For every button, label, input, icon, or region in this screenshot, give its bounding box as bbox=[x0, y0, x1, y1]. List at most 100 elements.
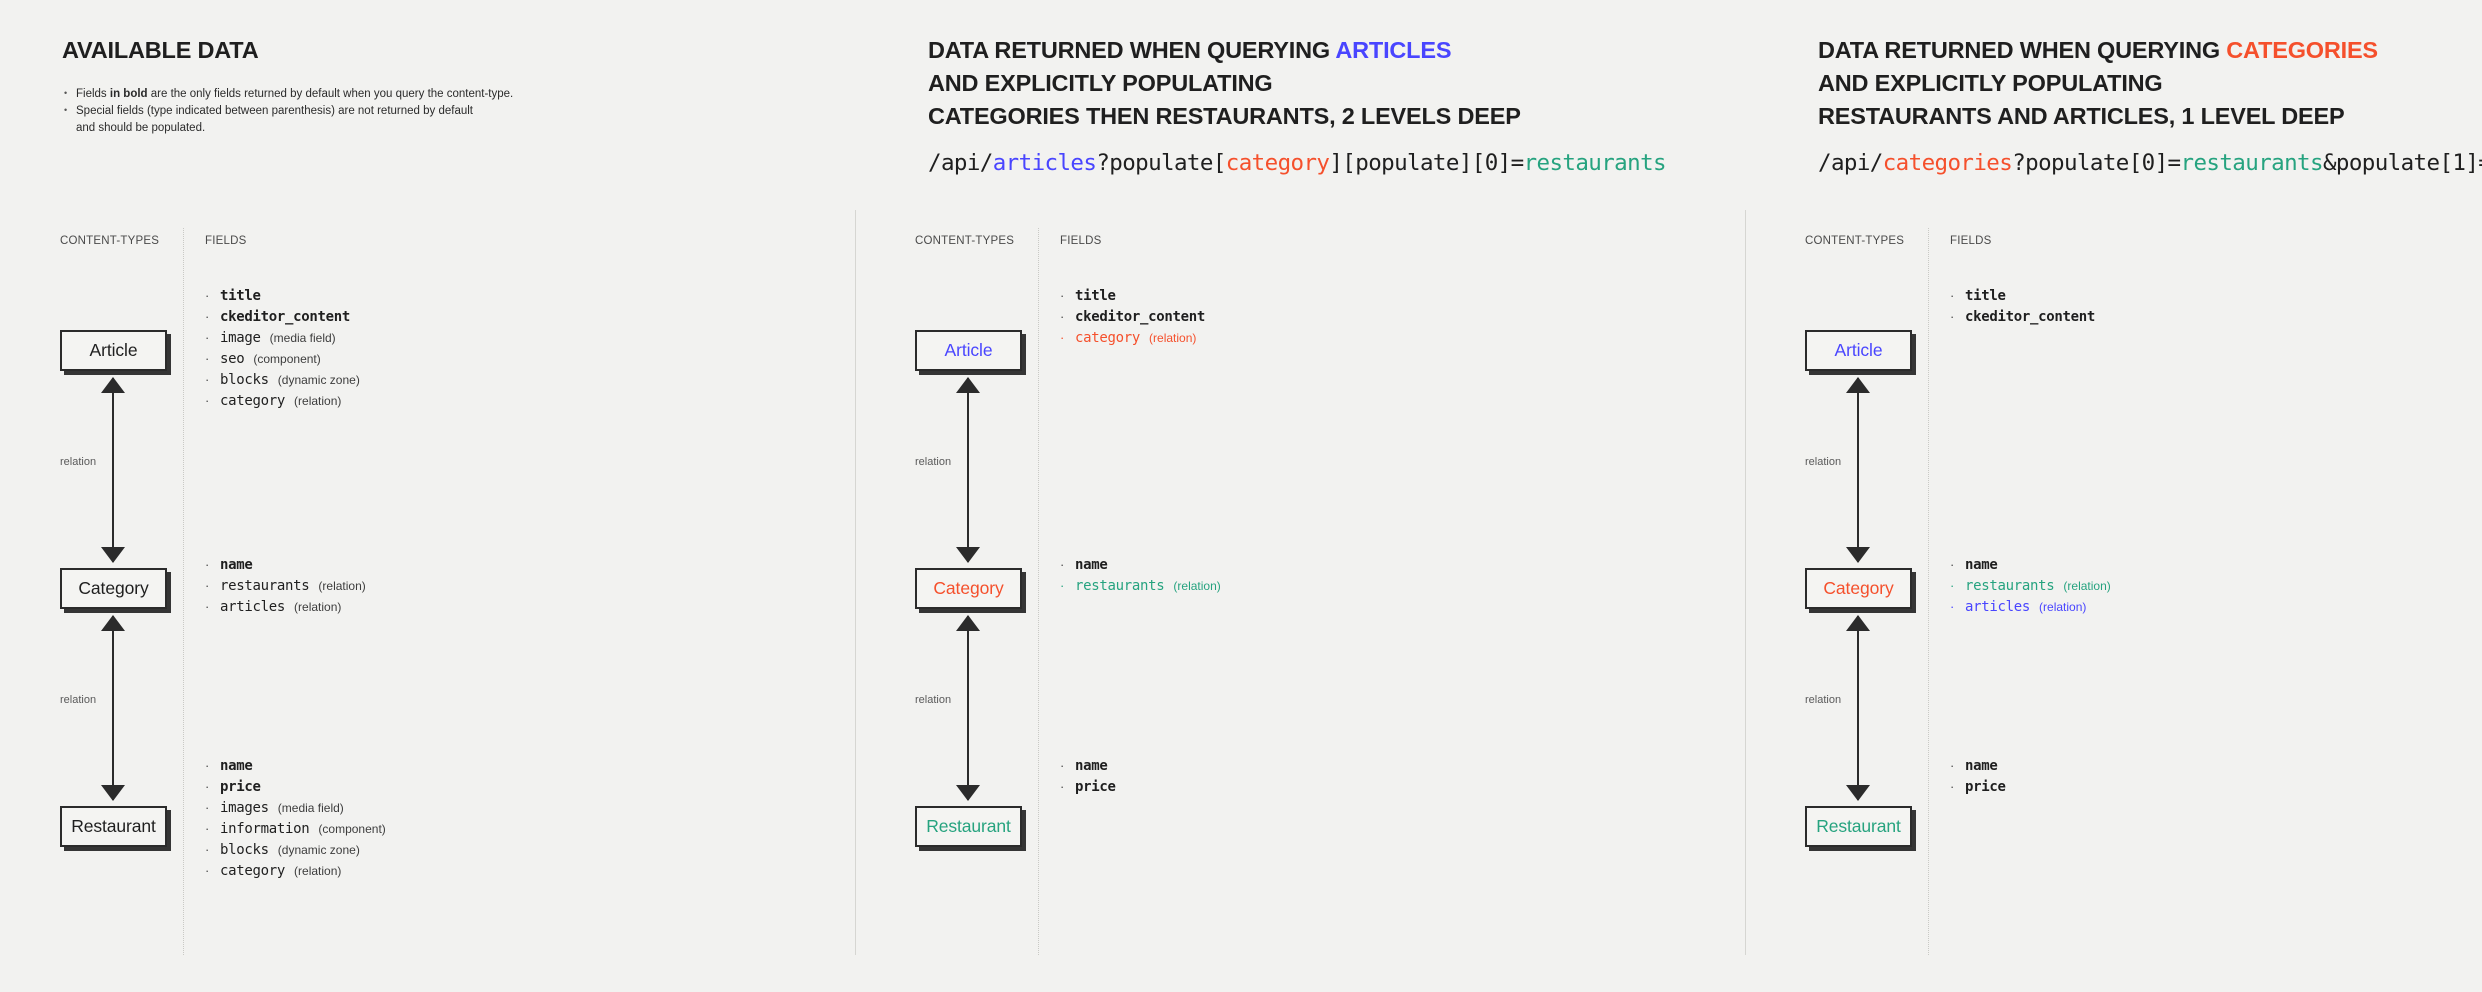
content-type-node-category[interactable]: Category bbox=[915, 568, 1022, 609]
arrow-head-up-icon bbox=[101, 377, 125, 393]
heading-segment: ARTICLES bbox=[1335, 37, 1452, 63]
field-name: blocks bbox=[220, 372, 269, 388]
content-type-node-restaurant[interactable]: Restaurant bbox=[915, 806, 1022, 847]
field-row: ·articles(relation) bbox=[205, 599, 366, 620]
field-name: articles bbox=[220, 599, 286, 615]
arrow-head-down-icon bbox=[101, 547, 125, 563]
field-row: ·category(relation) bbox=[205, 863, 386, 884]
relation-arrow bbox=[92, 615, 134, 801]
field-name: ckeditor_content bbox=[1965, 309, 2096, 325]
field-group: ·title·ckeditor_content bbox=[1950, 288, 2095, 330]
content-type-node-article[interactable]: Article bbox=[60, 330, 167, 371]
bullet-icon: · bbox=[1950, 758, 1955, 773]
relation-arrow bbox=[947, 615, 989, 801]
relation-label: relation bbox=[56, 455, 101, 469]
field-row: ·restaurants(relation) bbox=[1060, 578, 1221, 599]
content-type-node-label: Restaurant bbox=[71, 816, 156, 836]
field-row: ·information(component) bbox=[205, 821, 386, 842]
heading-segment: AND EXPLICITLY POPULATING bbox=[928, 70, 1273, 96]
field-row: ·category(relation) bbox=[1060, 330, 1205, 351]
content-type-node-label: Category bbox=[933, 578, 1004, 598]
content-type-node-restaurant[interactable]: Restaurant bbox=[60, 806, 167, 847]
field-type: (component) bbox=[253, 352, 321, 366]
field-row: ·ckeditor_content bbox=[205, 309, 360, 330]
heading-segment: CATEGORIES THEN RESTAURANTS, 2 LEVELS DE… bbox=[928, 103, 1521, 129]
content-type-node-label: Restaurant bbox=[1816, 816, 1901, 836]
content-type-node-article[interactable]: Article bbox=[915, 330, 1022, 371]
field-row: ·blocks(dynamic zone) bbox=[205, 372, 360, 393]
content-type-node-restaurant[interactable]: Restaurant bbox=[1805, 806, 1912, 847]
bullet-icon: · bbox=[1060, 288, 1065, 303]
content-type-node-category[interactable]: Category bbox=[60, 568, 167, 609]
heading-segment: AVAILABLE DATA bbox=[62, 37, 259, 63]
field-row: · price bbox=[1060, 779, 1116, 800]
panel-heading: AVAILABLE DATA bbox=[62, 34, 259, 67]
legend-bullet-item: Fields in bold are the only fields retur… bbox=[62, 85, 513, 103]
content-type-node-article[interactable]: Article bbox=[1805, 330, 1912, 371]
field-group: ·name·price bbox=[1060, 758, 1116, 800]
arrow-head-up-icon bbox=[956, 377, 980, 393]
bullet-icon: · bbox=[1060, 779, 1065, 794]
relation-arrow bbox=[1837, 615, 1879, 801]
field-name: blocks bbox=[220, 842, 269, 858]
field-name: name bbox=[220, 758, 253, 774]
bullet-icon: · bbox=[205, 288, 210, 303]
content-type-node-label: Category bbox=[78, 578, 149, 598]
field-type: (relation) bbox=[2039, 600, 2087, 614]
panel-available-data: AVAILABLE DATA Fields in bold are the onl… bbox=[0, 0, 855, 992]
api-url: /api/categories?populate[0]=restaurants&… bbox=[1818, 150, 2482, 176]
url-segment: ?populate[ bbox=[1096, 150, 1226, 176]
heading-segment: RESTAURANTS AND ARTICLES, 1 LEVEL DEEP bbox=[1818, 103, 2345, 129]
content-type-node-label: Article bbox=[944, 340, 993, 360]
bullet-icon: · bbox=[205, 800, 210, 815]
arrow-shaft bbox=[112, 616, 114, 800]
bullet-icon: · bbox=[1060, 330, 1065, 345]
arrow-shaft bbox=[1857, 616, 1859, 800]
arrow-shaft bbox=[967, 378, 969, 562]
heading-segment: DATA RETURNED WHEN QUERYING bbox=[1818, 37, 2227, 63]
field-type: (relation) bbox=[1173, 579, 1221, 593]
heading-line: AND EXPLICITLY POPULATING bbox=[1818, 67, 2378, 100]
field-name: price bbox=[1075, 779, 1116, 795]
field-type: (relation) bbox=[294, 600, 342, 614]
field-name: seo bbox=[220, 351, 245, 367]
url-segment: restaurants bbox=[2180, 150, 2324, 176]
column-dotted-divider bbox=[183, 228, 184, 955]
field-name: restaurants bbox=[1075, 578, 1165, 594]
arrow-shaft bbox=[1857, 378, 1859, 562]
column-label-content-types: CONTENT-TYPES bbox=[60, 235, 160, 247]
field-type: (relation) bbox=[2063, 579, 2111, 593]
heading-segment: AND EXPLICITLY POPULATING bbox=[1818, 70, 2163, 96]
arrow-head-down-icon bbox=[956, 785, 980, 801]
field-row: ·category(relation) bbox=[205, 393, 360, 414]
field-row: ·images(media field) bbox=[205, 800, 386, 821]
field-name: name bbox=[1075, 557, 1108, 573]
url-segment: /api/ bbox=[1818, 150, 1883, 176]
panel-divider-1 bbox=[855, 210, 856, 955]
bullet-icon: · bbox=[205, 330, 210, 345]
bullet-icon: · bbox=[205, 372, 210, 387]
bullet-icon: · bbox=[205, 393, 210, 408]
field-row: ·restaurants(relation) bbox=[1950, 578, 2111, 599]
field-name: name bbox=[220, 557, 253, 573]
url-segment: &populate[1]= bbox=[2322, 150, 2482, 176]
field-row: ·seo(component) bbox=[205, 351, 360, 372]
url-segment: ?populate[0]= bbox=[2012, 150, 2181, 176]
field-name: category bbox=[220, 393, 286, 409]
field-row: ·blocks(dynamic zone) bbox=[205, 842, 386, 863]
field-name: ckeditor_content bbox=[1075, 309, 1206, 325]
arrow-shaft bbox=[967, 616, 969, 800]
content-type-node-label: Article bbox=[89, 340, 138, 360]
field-name: images bbox=[220, 800, 269, 816]
field-row: ·restaurants(relation) bbox=[205, 578, 366, 599]
content-type-node-category[interactable]: Category bbox=[1805, 568, 1912, 609]
column-label-content-types: CONTENT-TYPES bbox=[915, 235, 1015, 247]
column-label-fields: FIELDS bbox=[1950, 235, 1992, 247]
legend-bullet-item: Special fields (type indicated between p… bbox=[62, 102, 513, 120]
bullet-icon: · bbox=[205, 578, 210, 593]
relation-label: relation bbox=[911, 693, 956, 707]
field-row: ·name bbox=[1060, 557, 1221, 578]
bullet-icon: · bbox=[1060, 309, 1065, 324]
